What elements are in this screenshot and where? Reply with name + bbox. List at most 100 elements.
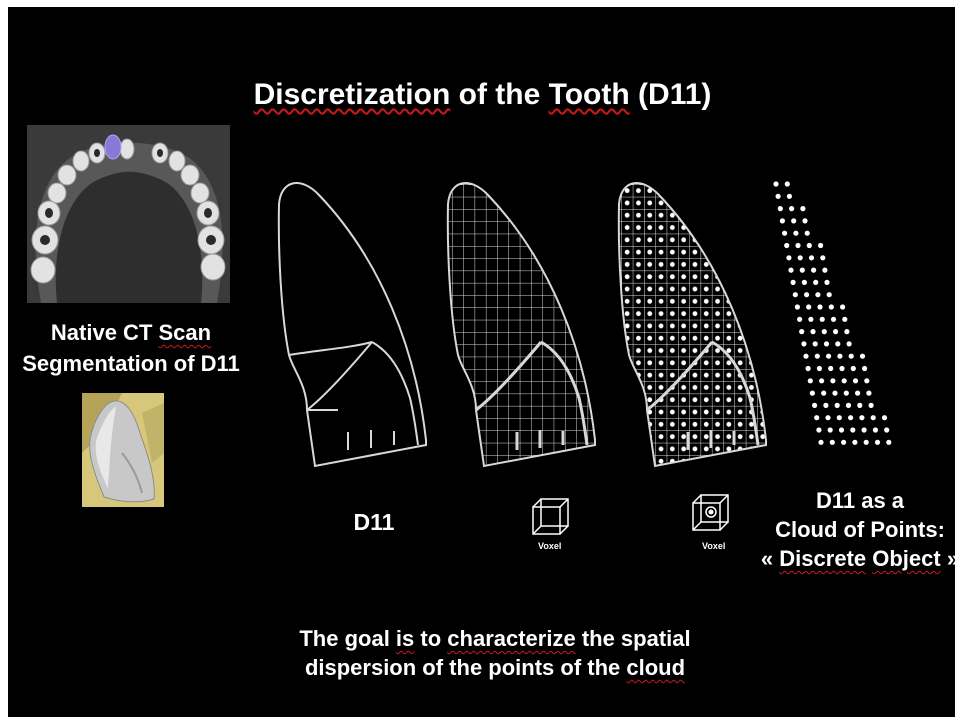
cloud-point: [831, 317, 836, 322]
cloud-point: [844, 329, 849, 334]
cloud-point: [802, 218, 807, 223]
cloud-point: [837, 415, 842, 420]
cloud-point: [839, 427, 844, 432]
cloud-point: [828, 366, 833, 371]
cloud-point: [827, 292, 832, 297]
cloud-point: [830, 440, 835, 445]
cloud-point: [813, 280, 818, 285]
tooth-voxel-grid: [430, 170, 610, 480]
cloud-point: [825, 415, 830, 420]
cloud-point: [795, 243, 800, 248]
cloud-point: [805, 231, 810, 236]
cloud-point: [857, 403, 862, 408]
cloud-label-line1: D11 as a: [740, 486, 965, 515]
voxel-cube-icon: [533, 499, 568, 534]
cloud-point: [859, 415, 864, 420]
cloud-point: [855, 391, 860, 396]
voxel-caption-2: Voxel: [702, 541, 725, 551]
cloud-point: [886, 440, 891, 445]
cloud-point: [824, 280, 829, 285]
cloud-point: [814, 415, 819, 420]
cloud-point: [841, 440, 846, 445]
cloud-of-points-label: D11 as a Cloud of Points: « Discrete Obj…: [740, 486, 965, 573]
cloud-point: [820, 317, 825, 322]
cloud-point: [835, 341, 840, 346]
cloud-point: [846, 403, 851, 408]
cloud-point: [828, 427, 833, 432]
goal-word-is: is: [396, 626, 414, 651]
cloud-point: [842, 317, 847, 322]
cloud-point: [816, 427, 821, 432]
cloud-point: [803, 354, 808, 359]
goal-text: the spatial: [576, 626, 691, 651]
cloud-point: [817, 304, 822, 309]
cloud-point: [791, 280, 796, 285]
cloud-point: [804, 292, 809, 297]
cloud-point: [810, 329, 815, 334]
cloud-point: [832, 391, 837, 396]
goal-word-characterize: characterize: [447, 626, 575, 651]
cloud-point: [815, 354, 820, 359]
cloud-point: [833, 329, 838, 334]
cloud-point: [866, 391, 871, 396]
cloud-point: [799, 329, 804, 334]
cloud-point: [809, 255, 814, 260]
guillemet-close: »: [941, 546, 959, 571]
cloud-point: [882, 415, 887, 420]
tooth-label-d11: D11: [324, 509, 424, 536]
goal-word-cloud: cloud: [626, 655, 685, 680]
cloud-point: [808, 378, 813, 383]
cloud-point: [850, 427, 855, 432]
goal-text: dispersion of the points of the: [305, 655, 626, 680]
cloud-point: [798, 255, 803, 260]
cloud-point: [835, 403, 840, 408]
tooth-voxel-grid-with-points: [600, 170, 780, 480]
cloud-point: [822, 329, 827, 334]
cloud-point: [824, 341, 829, 346]
guillemet-open: «: [761, 546, 779, 571]
cloud-label-line3: « Discrete Object »: [740, 544, 965, 573]
cloud-point: [793, 231, 798, 236]
cloud-point: [773, 181, 778, 186]
cloud-point: [806, 366, 811, 371]
cloud-point: [860, 354, 865, 359]
cloud-point: [871, 415, 876, 420]
cloud-point: [848, 415, 853, 420]
cloud-point: [873, 427, 878, 432]
goal-line1: The goal is to characterize the spatial: [240, 624, 750, 653]
cloud-point: [787, 194, 792, 199]
cloud-label-line2: Cloud of Points:: [740, 515, 965, 544]
cloud-point: [813, 341, 818, 346]
cloud-point: [837, 354, 842, 359]
cloud-point: [791, 218, 796, 223]
cloud-point: [793, 292, 798, 297]
cloud-point: [875, 440, 880, 445]
discrete-word: Discrete: [779, 546, 866, 571]
cloud-point: [815, 292, 820, 297]
cloud-point: [782, 231, 787, 236]
cloud-point: [800, 206, 805, 211]
cloud-point: [812, 403, 817, 408]
cloud-point: [852, 440, 857, 445]
goal-statement: The goal is to characterize the spatial …: [240, 624, 750, 682]
cloud-point: [776, 194, 781, 199]
cloud-point: [808, 317, 813, 322]
cloud-point: [853, 378, 858, 383]
cloud-point: [778, 206, 783, 211]
cloud-point: [788, 268, 793, 273]
cloud-point: [869, 403, 874, 408]
cloud-point: [806, 304, 811, 309]
cloud-point: [797, 317, 802, 322]
cloud-point: [807, 243, 812, 248]
cloud-point: [822, 268, 827, 273]
tooth-outline-d11: [279, 183, 426, 466]
cloud-point: [862, 366, 867, 371]
cloud-point: [821, 391, 826, 396]
cloud-point: [862, 427, 867, 432]
cloud-point: [847, 341, 852, 346]
cloud-point: [864, 378, 869, 383]
cloud-point: [784, 243, 789, 248]
cloud-point: [839, 366, 844, 371]
cloud-point: [849, 354, 854, 359]
